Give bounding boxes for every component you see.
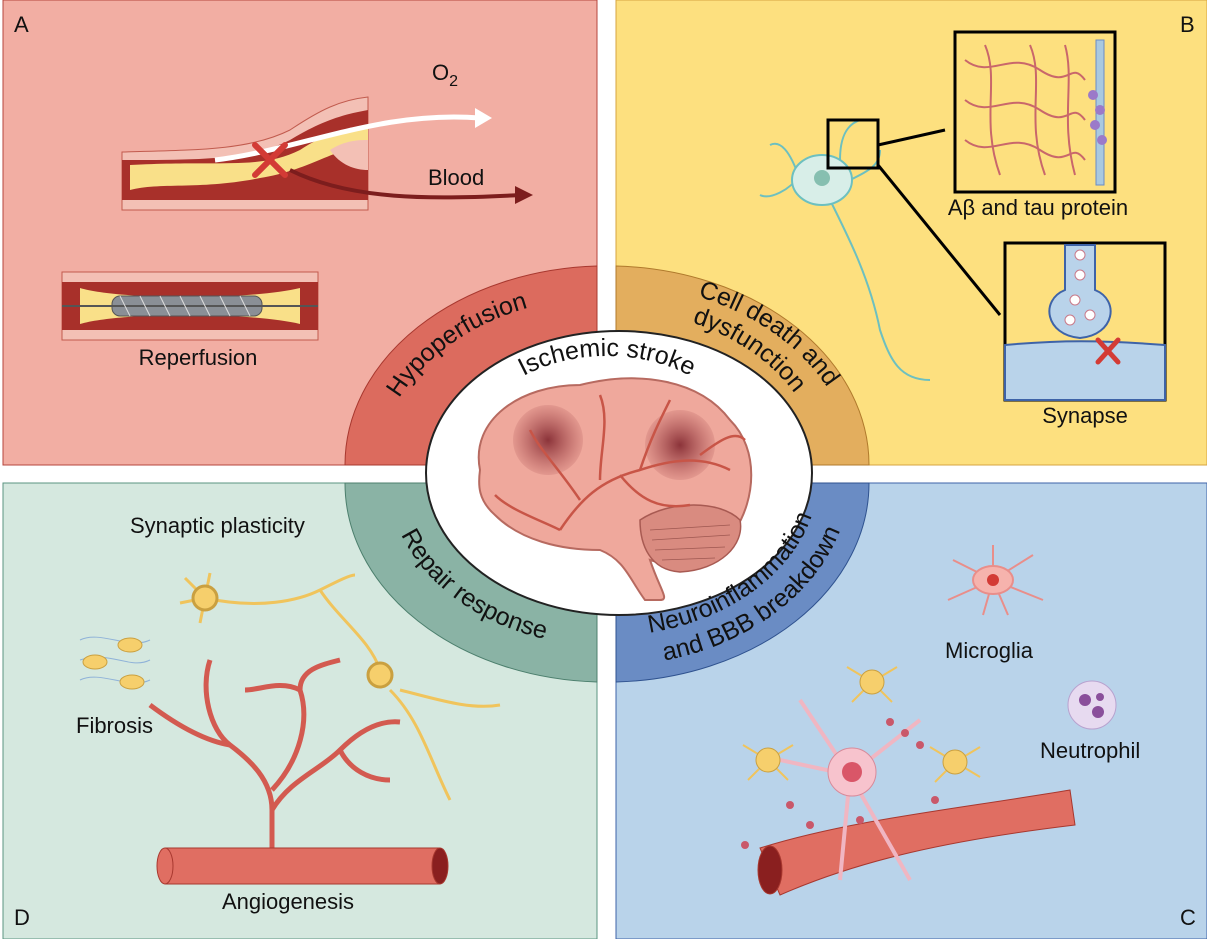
synapse-x-icon (1095, 337, 1121, 365)
protein-box (953, 30, 1117, 194)
arrow-to-synapse (876, 164, 1002, 316)
neutrophil-icon (1067, 680, 1117, 730)
artery-blockage-illustration (121, 96, 533, 211)
vessel-tube (156, 847, 449, 885)
label-reperfusion: Reperfusion (139, 345, 258, 370)
angiogenesis-vessels (148, 657, 401, 855)
label-synaptic-plasticity: Synaptic plasticity (130, 513, 305, 538)
label-blood: Blood (428, 165, 484, 190)
label-neutrophil: Neutrophil (1040, 738, 1140, 763)
panel-letter-c: C (1180, 905, 1196, 930)
synaptic-plasticity-neurons (179, 572, 501, 801)
label-synapse: Synapse (1042, 403, 1128, 428)
microglia-icon (947, 545, 1044, 616)
blood-arrow-icon (515, 186, 533, 204)
panel-letter-d: D (14, 905, 30, 930)
stent-illustration (61, 271, 319, 341)
o2-arrow-icon (475, 108, 492, 128)
label-abeta-tau: Aβ and tau protein (948, 195, 1128, 220)
label-angiogenesis: Angiogenesis (222, 889, 354, 914)
label-fibrosis: Fibrosis (76, 713, 153, 738)
panel-letter-a: A (14, 12, 29, 37)
label-microglia: Microglia (945, 638, 1034, 663)
arrow-to-protein (877, 128, 946, 147)
label-o2: O2 (432, 60, 458, 90)
blocked-x-icon (252, 142, 288, 178)
neuroinflammation-vessel (757, 789, 1076, 896)
fibrosis-illustration (79, 636, 151, 690)
panel-letter-b: B (1180, 12, 1195, 37)
brain-illustration (477, 377, 753, 601)
inflammatory-cells (741, 666, 981, 881)
synapse-box (1003, 241, 1167, 402)
